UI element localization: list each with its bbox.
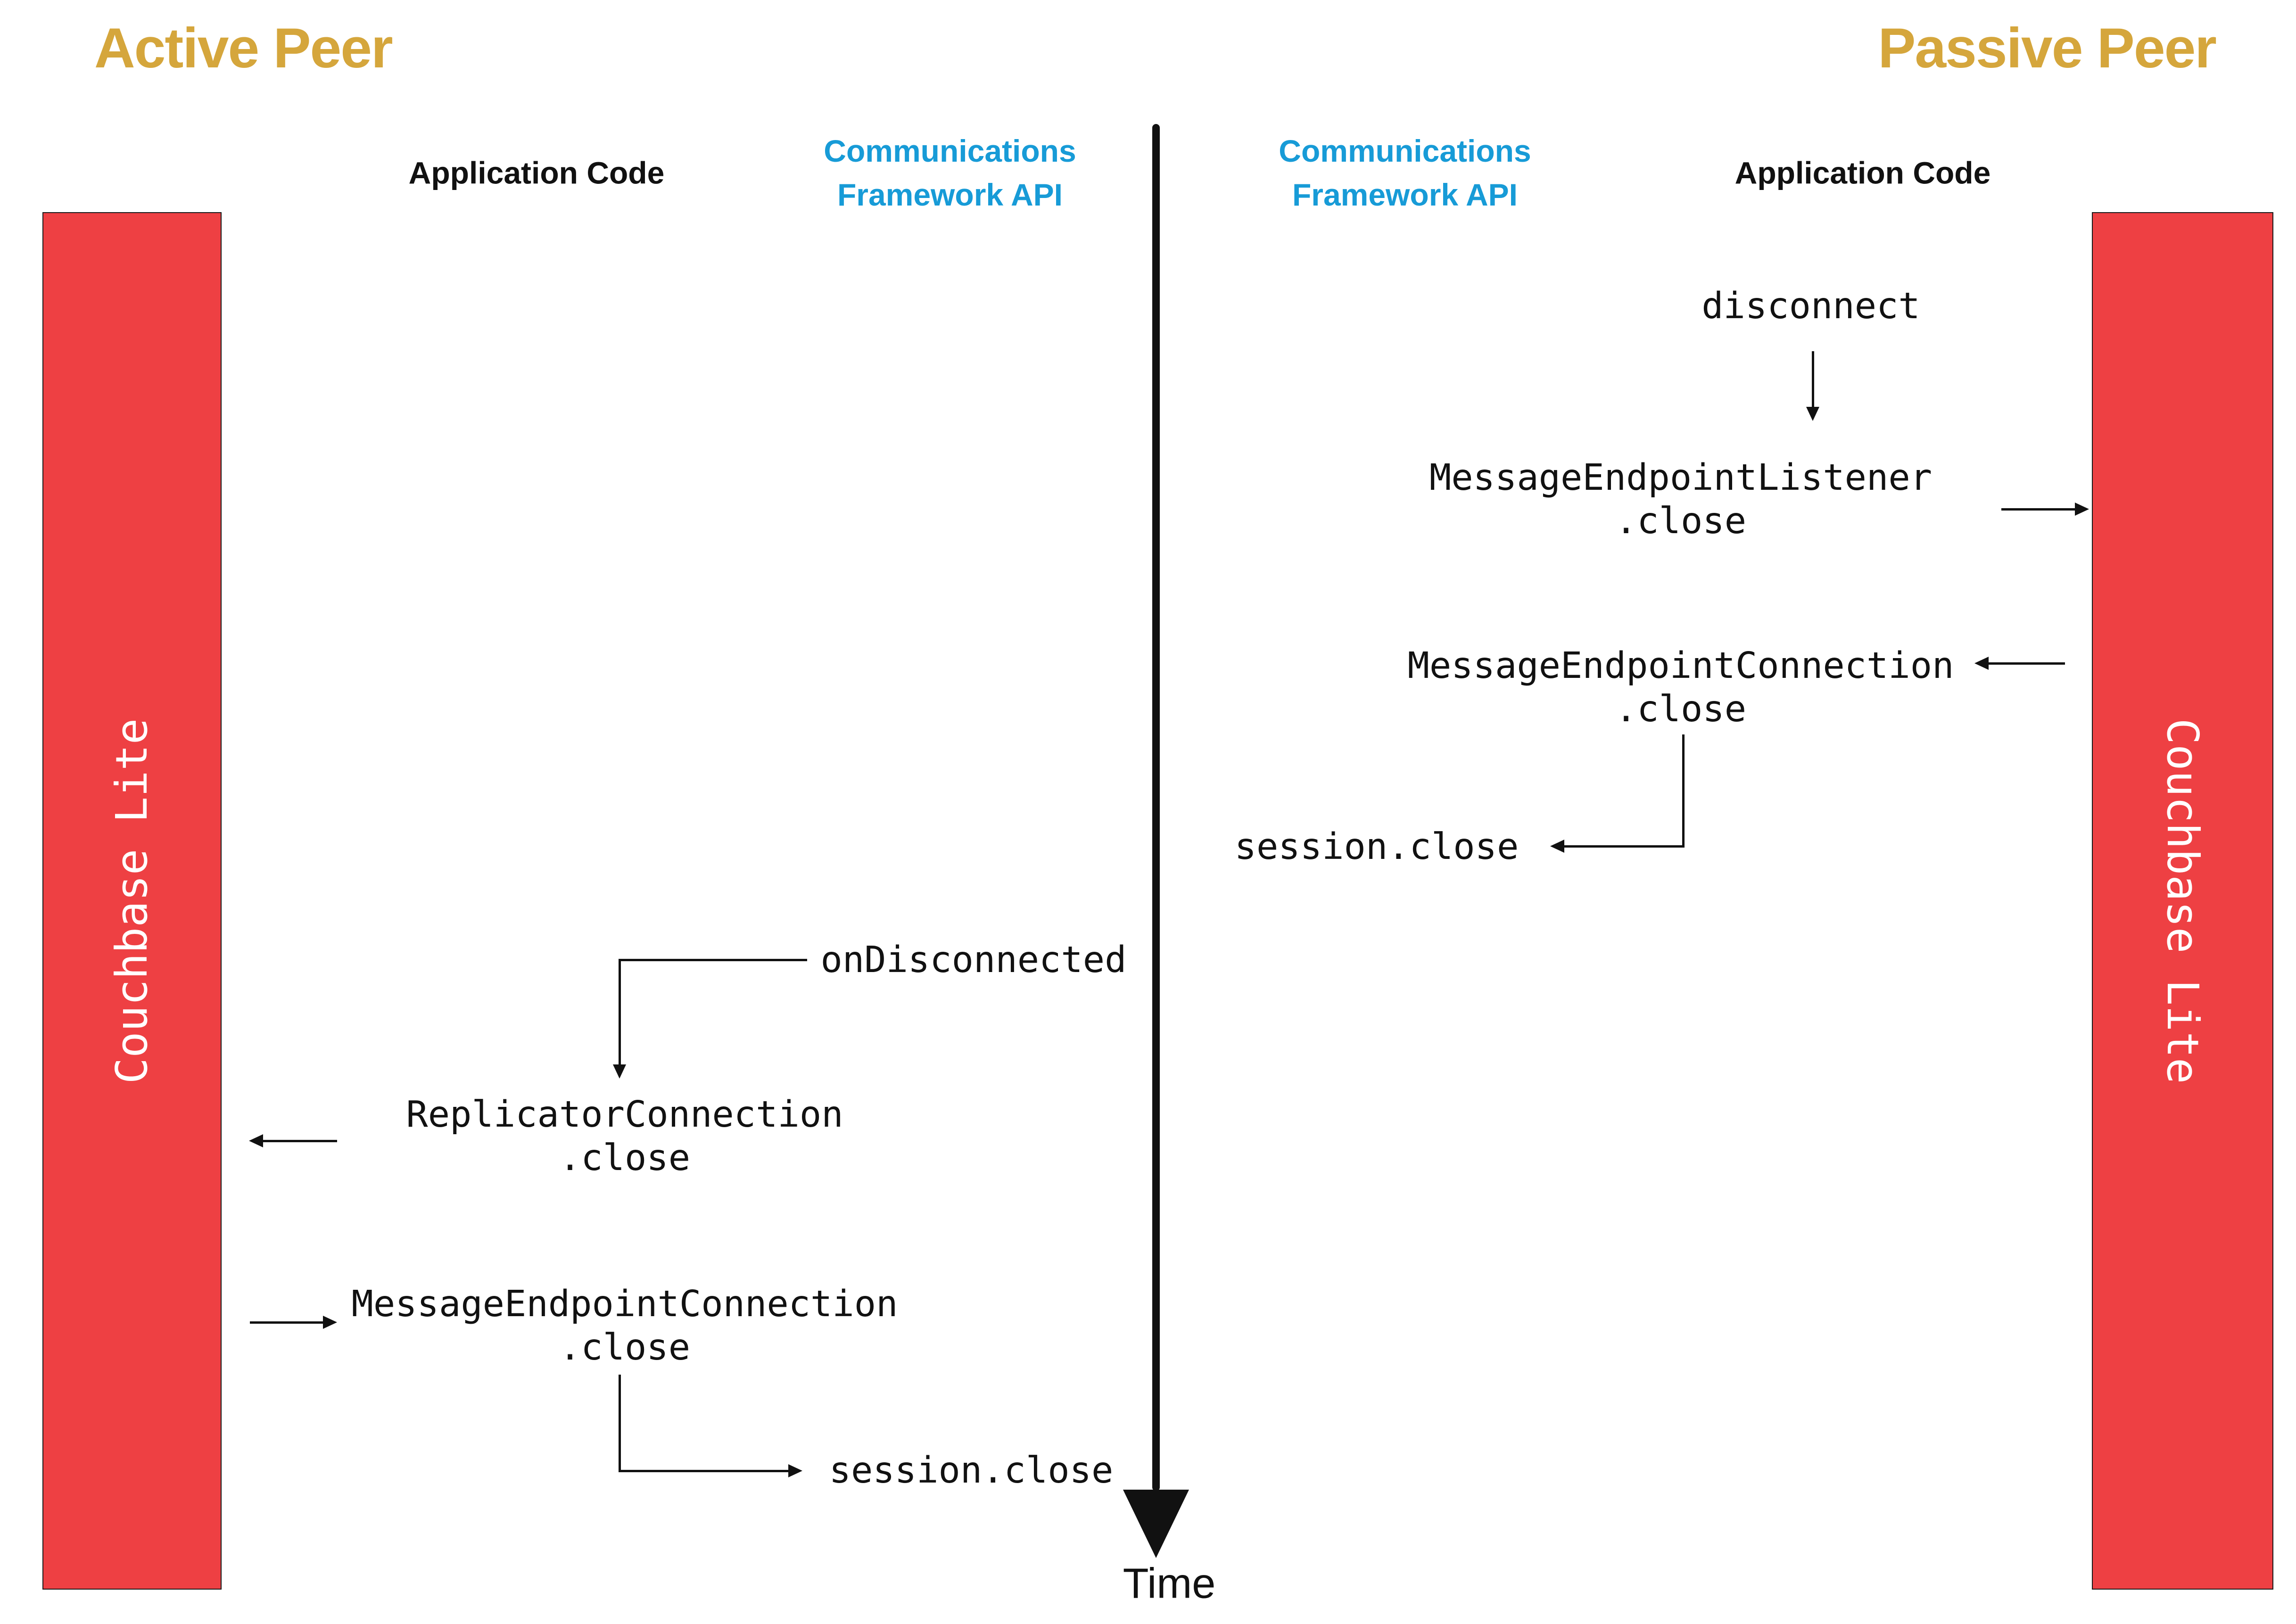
- couchbase-to-connection-arrowhead-icon: [1974, 657, 1989, 670]
- couchbase-lite-label-right: Couchbase Lite: [2157, 718, 2208, 1084]
- ondisconnected-label: onDisconnected: [820, 939, 1127, 981]
- couchbase-lite-bar-right: Couchbase Lite: [2092, 212, 2273, 1590]
- listener-close-line1: MessageEndpointListener: [1429, 457, 1933, 499]
- timeline-arrow-shaft: [1152, 124, 1160, 1491]
- listener-to-couchbase-arrow-line: [2001, 508, 2076, 511]
- disconnect-label: disconnect: [1701, 285, 1920, 327]
- comm-framework-header-left: Communications Framework API: [824, 129, 1076, 217]
- replicator-to-couchbase-arrowhead-icon: [249, 1134, 263, 1147]
- comm-framework-line2: Framework API: [1292, 177, 1518, 212]
- couchbase-to-connection-arrowhead-icon-left: [323, 1316, 337, 1329]
- comm-framework-line1: Communications: [824, 133, 1076, 168]
- connection-to-session-connector-hline-right: [1564, 845, 1685, 848]
- couchbase-lite-label-left: Couchbase Lite: [107, 718, 157, 1084]
- ondisconnected-arrowhead-icon: [613, 1064, 626, 1079]
- disconnect-arrowhead-icon: [1806, 407, 1819, 421]
- replicator-close-line1: ReplicatorConnection: [406, 1094, 843, 1136]
- replicator-to-couchbase-arrow-line: [262, 1140, 337, 1142]
- listener-close-line2: .close: [1615, 500, 1747, 542]
- connection-to-session-arrowhead-icon-right: [1550, 840, 1564, 853]
- connection-close-label-left: MessageEndpointConnection .close: [352, 1283, 898, 1369]
- couchbase-to-connection-arrow-line-left: [250, 1321, 324, 1324]
- timeline-arrowhead-icon: [1123, 1490, 1189, 1558]
- session-close-label-left: session.close: [829, 1450, 1114, 1492]
- ondisconnected-connector-hline: [619, 959, 807, 961]
- connection-close-label-right: MessageEndpointConnection .close: [1408, 644, 1954, 731]
- connection-close-right-line2: .close: [1615, 688, 1747, 730]
- listener-close-label: MessageEndpointListener .close: [1429, 456, 1932, 543]
- time-label: Time: [1123, 1560, 1216, 1608]
- connection-to-session-arrowhead-icon-left: [788, 1464, 802, 1477]
- connection-to-session-connector-vline-left: [619, 1375, 621, 1472]
- connection-to-session-connector-hline-left: [619, 1470, 789, 1472]
- connection-close-left-line2: .close: [559, 1327, 691, 1368]
- session-close-label-right: session.close: [1234, 826, 1519, 868]
- comm-framework-line2: Framework API: [837, 177, 1063, 212]
- app-code-header-left: Application Code: [408, 155, 665, 190]
- replicator-close-label: ReplicatorConnection .close: [406, 1093, 843, 1180]
- comm-framework-line1: Communications: [1279, 133, 1531, 168]
- disconnect-arrow-line: [1812, 351, 1814, 408]
- couchbase-to-connection-arrow-line: [1988, 662, 2065, 665]
- comm-framework-header-right: Communications Framework API: [1279, 129, 1531, 217]
- passive-peer-title: Passive Peer: [1878, 16, 2217, 80]
- couchbase-lite-bar-left: Couchbase Lite: [42, 212, 222, 1590]
- replicator-close-line2: .close: [559, 1137, 691, 1179]
- app-code-header-right: Application Code: [1734, 155, 1991, 190]
- connection-to-session-connector-vline-right: [1682, 734, 1685, 848]
- ondisconnected-connector-vline: [619, 959, 621, 1065]
- active-peer-title: Active Peer: [94, 16, 393, 80]
- connection-close-right-line1: MessageEndpointConnection: [1407, 645, 1954, 687]
- connection-close-left-line1: MessageEndpointConnection: [351, 1283, 898, 1325]
- listener-to-couchbase-arrowhead-icon: [2075, 503, 2089, 516]
